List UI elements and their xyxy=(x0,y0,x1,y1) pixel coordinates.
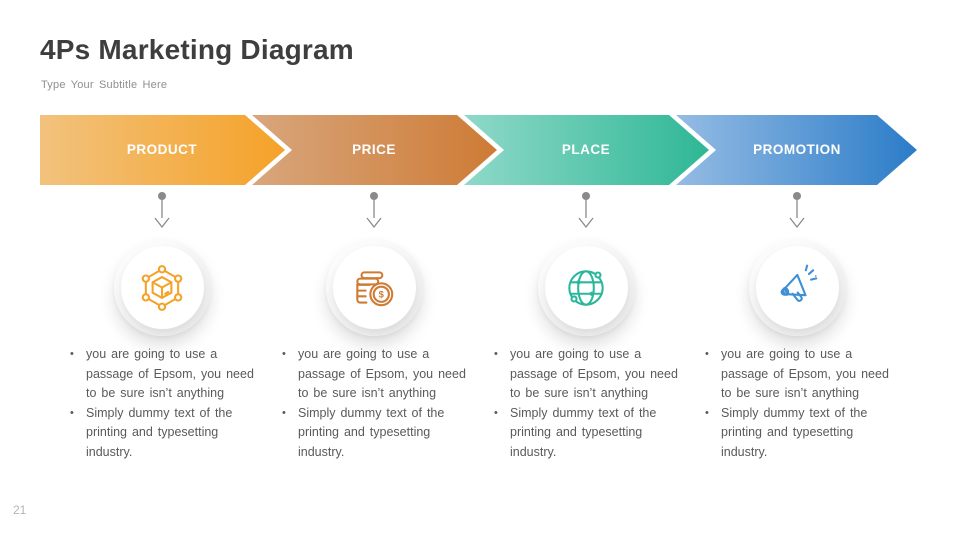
bullet-list: you are going to use a passage of Epsom,… xyxy=(481,345,679,462)
page-subtitle: Type Your Subtitle Here xyxy=(41,79,168,91)
coins-icon: $ xyxy=(356,270,394,306)
bullet-item: you are going to use a passage of Epsom,… xyxy=(704,345,890,404)
down-arrow-connector xyxy=(154,192,170,229)
bullet-item: Simply dummy text of the printing and ty… xyxy=(493,404,679,463)
arrow-product xyxy=(40,115,285,185)
bullet-item: you are going to use a passage of Epsom,… xyxy=(281,345,467,404)
stage-label-place: PLACE xyxy=(561,142,611,157)
megaphone-icon xyxy=(780,264,818,302)
bullet-item: you are going to use a passage of Epsom,… xyxy=(69,345,255,404)
column-promotion: you are going to use a passage of Epsom,… xyxy=(692,188,902,462)
icon-badge xyxy=(748,239,846,336)
stage-label-price: PRICE xyxy=(352,142,396,157)
bullet-item: Simply dummy text of the printing and ty… xyxy=(704,404,890,463)
icon-badge: $ xyxy=(325,239,423,336)
column-product: you are going to use a passage of Epsom,… xyxy=(57,188,267,462)
globe-icon xyxy=(568,269,604,306)
bullet-list: you are going to use a passage of Epsom,… xyxy=(57,345,255,462)
icon-badge-inner: $ xyxy=(332,246,416,329)
down-arrow-connector xyxy=(789,192,805,229)
bullet-list: you are going to use a passage of Epsom,… xyxy=(692,345,890,462)
stage-label-promotion: PROMOTION xyxy=(753,142,841,157)
bullet-item: Simply dummy text of the printing and ty… xyxy=(69,404,255,463)
down-arrow-connector xyxy=(578,192,594,229)
icon-badge xyxy=(113,239,211,336)
arrow-price xyxy=(252,115,497,185)
product-network-icon xyxy=(141,264,183,311)
icon-badge-inner xyxy=(544,246,628,329)
bullet-item: you are going to use a passage of Epsom,… xyxy=(493,345,679,404)
bullet-item: Simply dummy text of the printing and ty… xyxy=(281,404,467,463)
page-title: 4Ps Marketing Diagram xyxy=(40,34,354,65)
icon-badge xyxy=(537,239,635,336)
icon-badge-inner xyxy=(755,246,839,329)
down-arrow-connector xyxy=(366,192,382,229)
chevron-band xyxy=(40,115,917,185)
icon-badge-inner xyxy=(120,246,204,329)
bullet-list: you are going to use a passage of Epsom,… xyxy=(269,345,467,462)
arrow-promotion xyxy=(676,115,917,185)
arrow-place xyxy=(464,115,709,185)
column-price: $ you are going to use a passage of Epso… xyxy=(269,188,479,462)
column-place: you are going to use a passage of Epsom,… xyxy=(481,188,691,462)
page-number: 21 xyxy=(13,503,27,517)
stage-label-product: PRODUCT xyxy=(126,142,198,157)
svg-text:$: $ xyxy=(379,289,385,299)
